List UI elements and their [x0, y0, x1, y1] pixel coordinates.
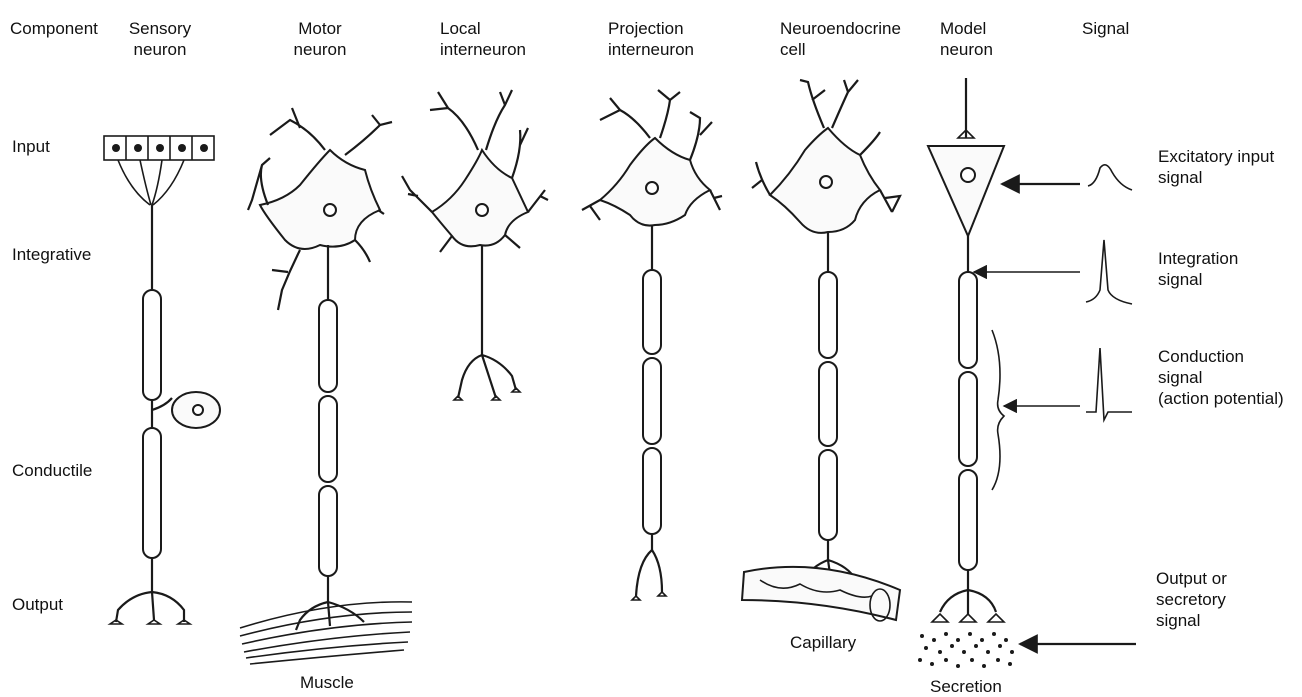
capillary-icon — [742, 567, 900, 621]
model-neuron-icon — [918, 78, 1014, 668]
local-interneuron-icon — [402, 90, 548, 400]
arrow-icon — [974, 184, 1136, 644]
motor-neuron-icon — [240, 108, 412, 664]
projection-interneuron-icon — [582, 90, 722, 600]
muscle-icon — [240, 602, 412, 664]
secretion-dots-icon — [918, 632, 1014, 668]
sensory-neuron-icon — [104, 136, 220, 624]
signal-waveform-icon — [1086, 165, 1132, 420]
neuroendocrine-cell-icon — [742, 80, 900, 621]
